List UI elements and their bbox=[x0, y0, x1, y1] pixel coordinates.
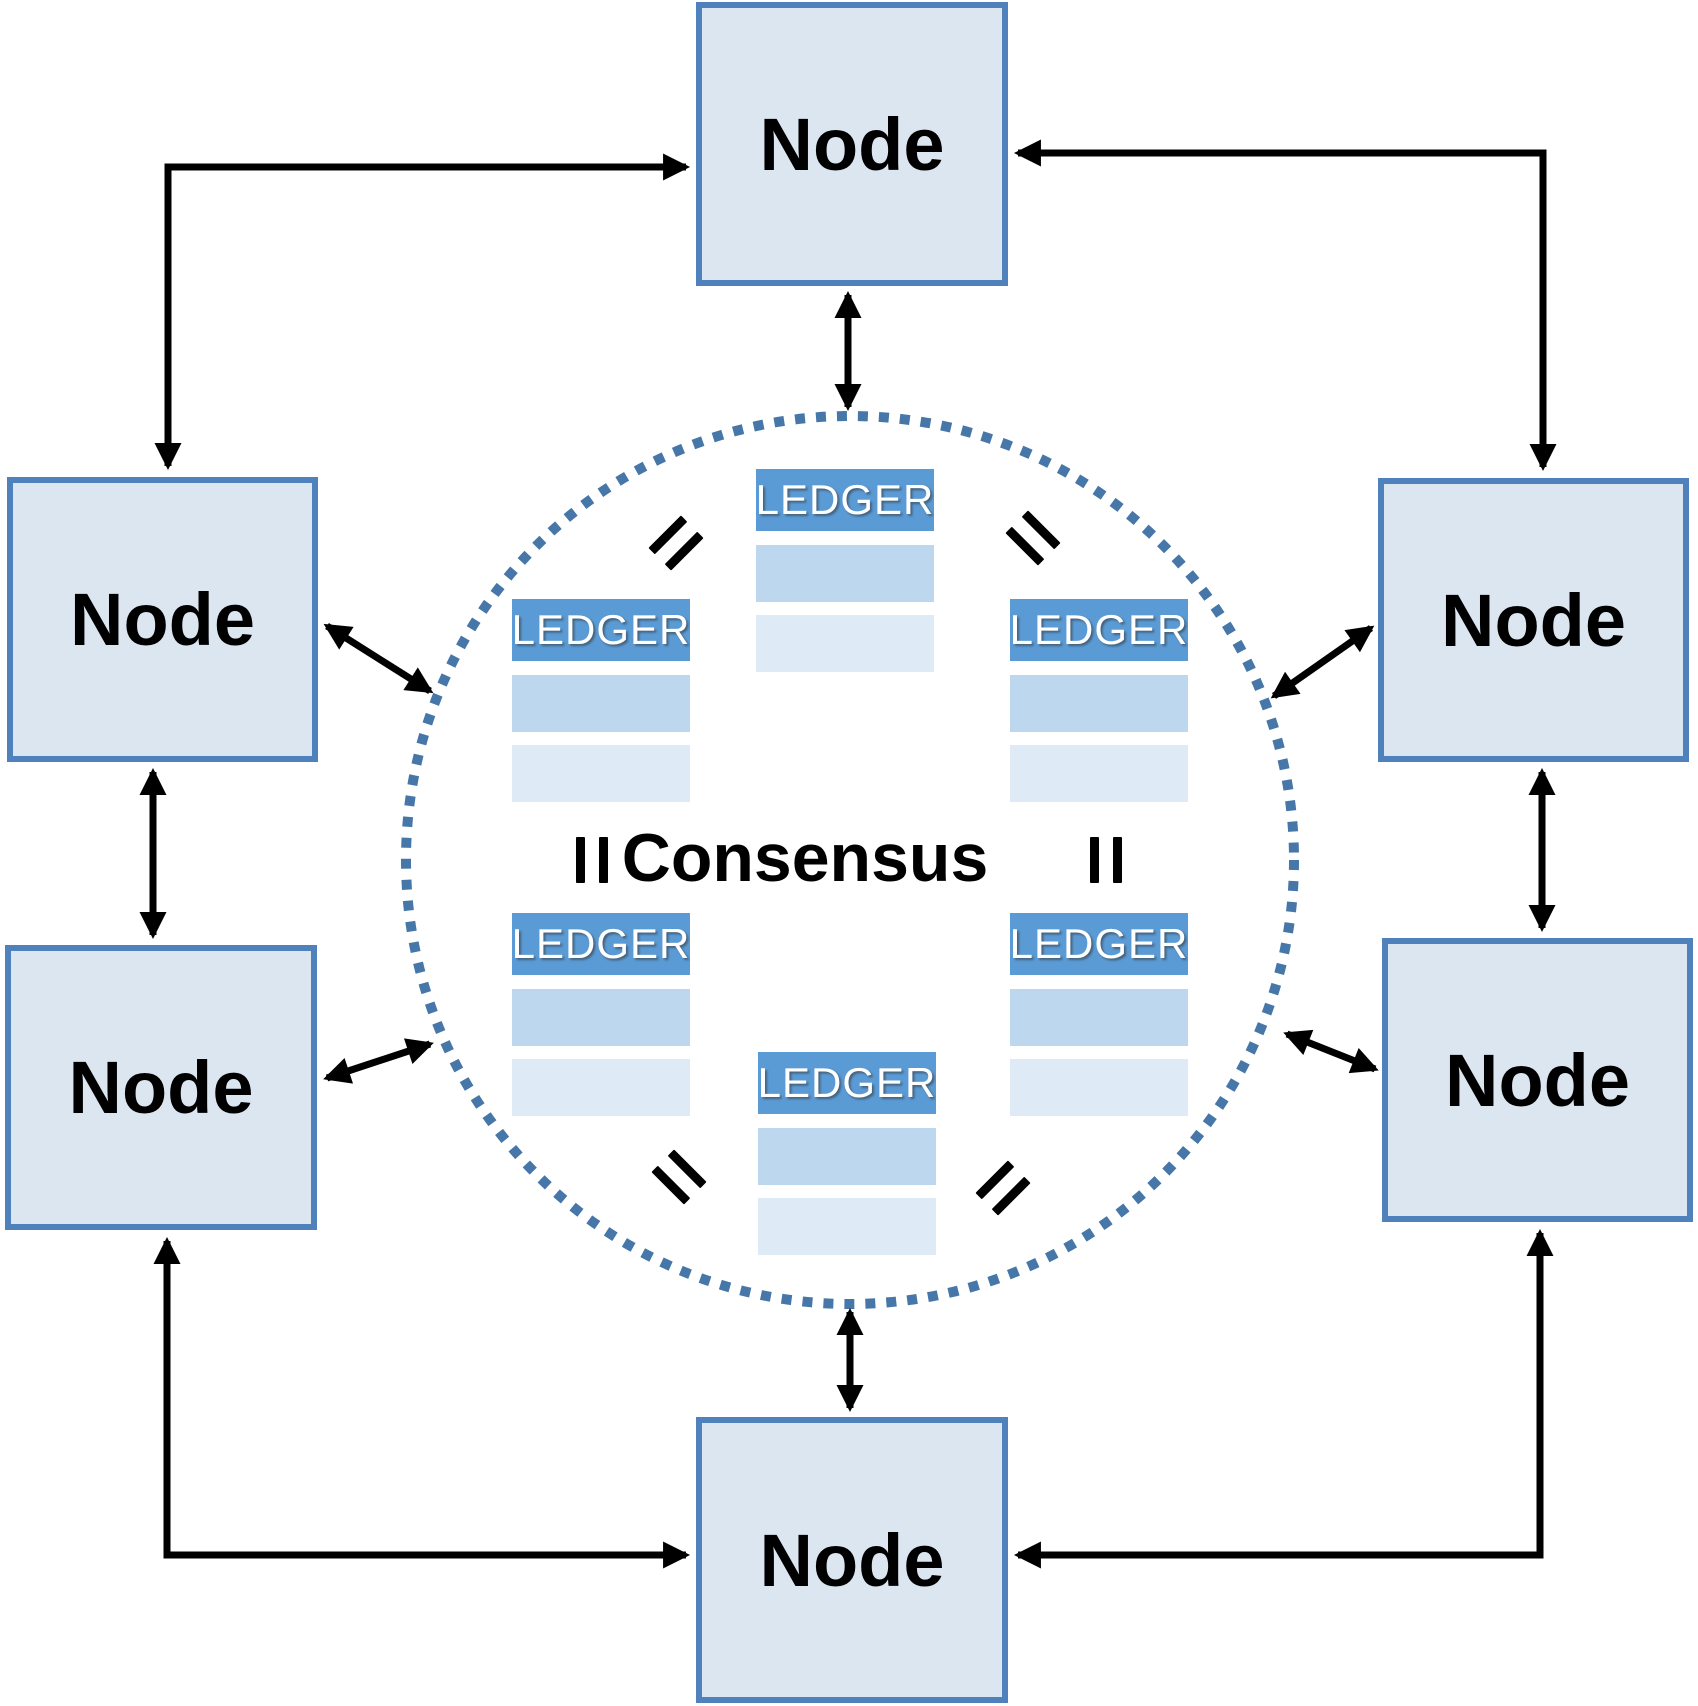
ledger-row bbox=[512, 989, 690, 1046]
ledger-header: LEDGER bbox=[756, 469, 934, 531]
equals-bar bbox=[576, 837, 585, 883]
ledger-top: LEDGER bbox=[756, 469, 934, 672]
ledger-row bbox=[512, 745, 690, 802]
arrow-bottomleft-corner bbox=[153, 1236, 691, 1569]
ledger-row bbox=[1010, 675, 1188, 732]
equals-icon bbox=[1090, 837, 1122, 883]
ledger-header: LEDGER bbox=[1010, 913, 1188, 975]
arrow-topleft-corner bbox=[154, 153, 691, 471]
node-lower-right: Node bbox=[1382, 938, 1693, 1222]
node-upper-left: Node bbox=[7, 477, 318, 762]
ledger-row bbox=[1010, 745, 1188, 802]
ledger-row bbox=[756, 545, 934, 602]
ledger-lower-right: LEDGER bbox=[1010, 913, 1188, 1116]
equals-bar bbox=[599, 837, 608, 883]
arrow-lowerright-diagonal bbox=[1283, 1029, 1379, 1074]
ledger-upper-right: LEDGER bbox=[1010, 599, 1188, 802]
arrow-upperleft-diagonal bbox=[323, 623, 434, 694]
equals-bar bbox=[1090, 837, 1099, 883]
arrow-bottomright-corner bbox=[1013, 1228, 1554, 1569]
node-bottom: Node bbox=[696, 1417, 1008, 1703]
ledger-row bbox=[756, 615, 934, 672]
equals-icon bbox=[576, 837, 608, 883]
ledger-header: LEDGER bbox=[1010, 599, 1188, 661]
ledger-row bbox=[512, 675, 690, 732]
node-upper-right: Node bbox=[1378, 478, 1689, 762]
ledger-upper-left: LEDGER bbox=[512, 599, 690, 802]
ledger-header: LEDGER bbox=[758, 1052, 936, 1114]
node-lower-left: Node bbox=[5, 945, 317, 1230]
ledger-row bbox=[1010, 989, 1188, 1046]
ledger-header: LEDGER bbox=[512, 913, 690, 975]
equals-bar bbox=[1113, 837, 1122, 883]
arrow-upperright-diagonal bbox=[1270, 625, 1375, 699]
ledger-row bbox=[758, 1198, 936, 1255]
ledger-row bbox=[512, 1059, 690, 1116]
consensus-title: Consensus bbox=[621, 820, 989, 896]
consensus-circle bbox=[401, 411, 1299, 1309]
arrow-topright-corner bbox=[1013, 139, 1557, 472]
ledger-lower-left: LEDGER bbox=[512, 913, 690, 1116]
arrow-lowerleft-diagonal bbox=[323, 1038, 434, 1084]
ledger-bottom: LEDGER bbox=[758, 1052, 936, 1255]
node-top: Node bbox=[696, 2, 1008, 286]
ledger-header: LEDGER bbox=[512, 599, 690, 661]
ledger-row bbox=[1010, 1059, 1188, 1116]
ledger-row bbox=[758, 1128, 936, 1185]
